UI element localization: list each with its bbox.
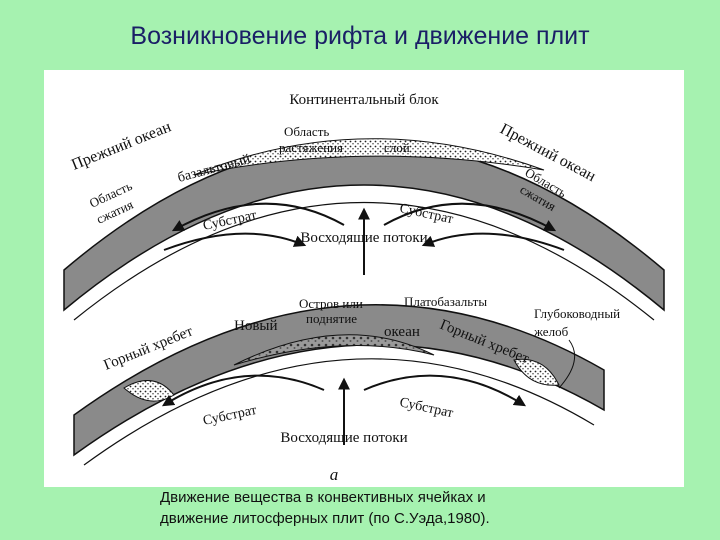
bottom-diagram: Остров или поднятие Платобазальты Глубок…: [73, 294, 620, 484]
label-continental-block: Континентальный блок: [289, 92, 439, 108]
label-upwelling-top: Восходящие потоки: [300, 230, 427, 246]
top-mantle-line: [73, 202, 655, 321]
bottom-mantle-line: [83, 358, 595, 466]
top-continental-block: [193, 138, 545, 176]
bottom-cell-arrow-left: [161, 374, 325, 407]
figure-letter: а: [330, 465, 339, 484]
label-extension-1: Область: [284, 124, 329, 139]
bottom-cell-arrow-right: [363, 374, 527, 407]
label-island-2: поднятие: [306, 311, 357, 326]
convection-diagram: Континентальный блок Прежний океан Прежн…: [63, 92, 665, 484]
bottom-crust-band: [73, 304, 605, 457]
label-old-ocean-left: Прежний океан: [69, 118, 174, 174]
bottom-new-ocean-lens: [233, 334, 435, 366]
label-deep-trench-1: Глубоководный: [534, 306, 620, 321]
top-cell-arrow-right: [383, 202, 557, 232]
slide-title: Возникновение рифта и движение плит: [130, 22, 590, 50]
top-diagram: Континентальный блок Прежний океан Прежн…: [63, 92, 665, 321]
label-deep-trench-2: желоб: [533, 324, 569, 339]
label-new-ocean-1: Новый: [234, 318, 278, 334]
caption-line-2: движение литосферных плит (по С.Уэда,198…: [160, 510, 490, 527]
top-cell-arrow-left-return: [163, 232, 307, 251]
label-substrate-left-bottom: Субстрат: [202, 403, 258, 429]
label-layer: слой: [384, 140, 410, 155]
label-new-ocean-2: океан: [384, 324, 420, 340]
figure-caption: Движение вещества в конвективных ячейках…: [160, 487, 700, 529]
top-cell-arrow-right-return: [421, 232, 565, 251]
bottom-mountain-right: [513, 358, 560, 386]
caption-line-1: Движение вещества в конвективных ячейках…: [160, 489, 486, 506]
top-cell-arrow-left: [171, 202, 345, 232]
label-upwelling-bottom: Восходящие потоки: [280, 430, 407, 446]
label-extension-2: растяжения: [279, 140, 343, 155]
diagram-figure: Континентальный блок Прежний океан Прежн…: [44, 70, 684, 487]
bottom-trench-pointer: [558, 339, 576, 389]
label-substrate-right-bottom: Субстрат: [398, 395, 454, 421]
label-island-1: Остров или: [299, 296, 363, 311]
label-plateau-basalts: Платобазальты: [404, 294, 487, 309]
